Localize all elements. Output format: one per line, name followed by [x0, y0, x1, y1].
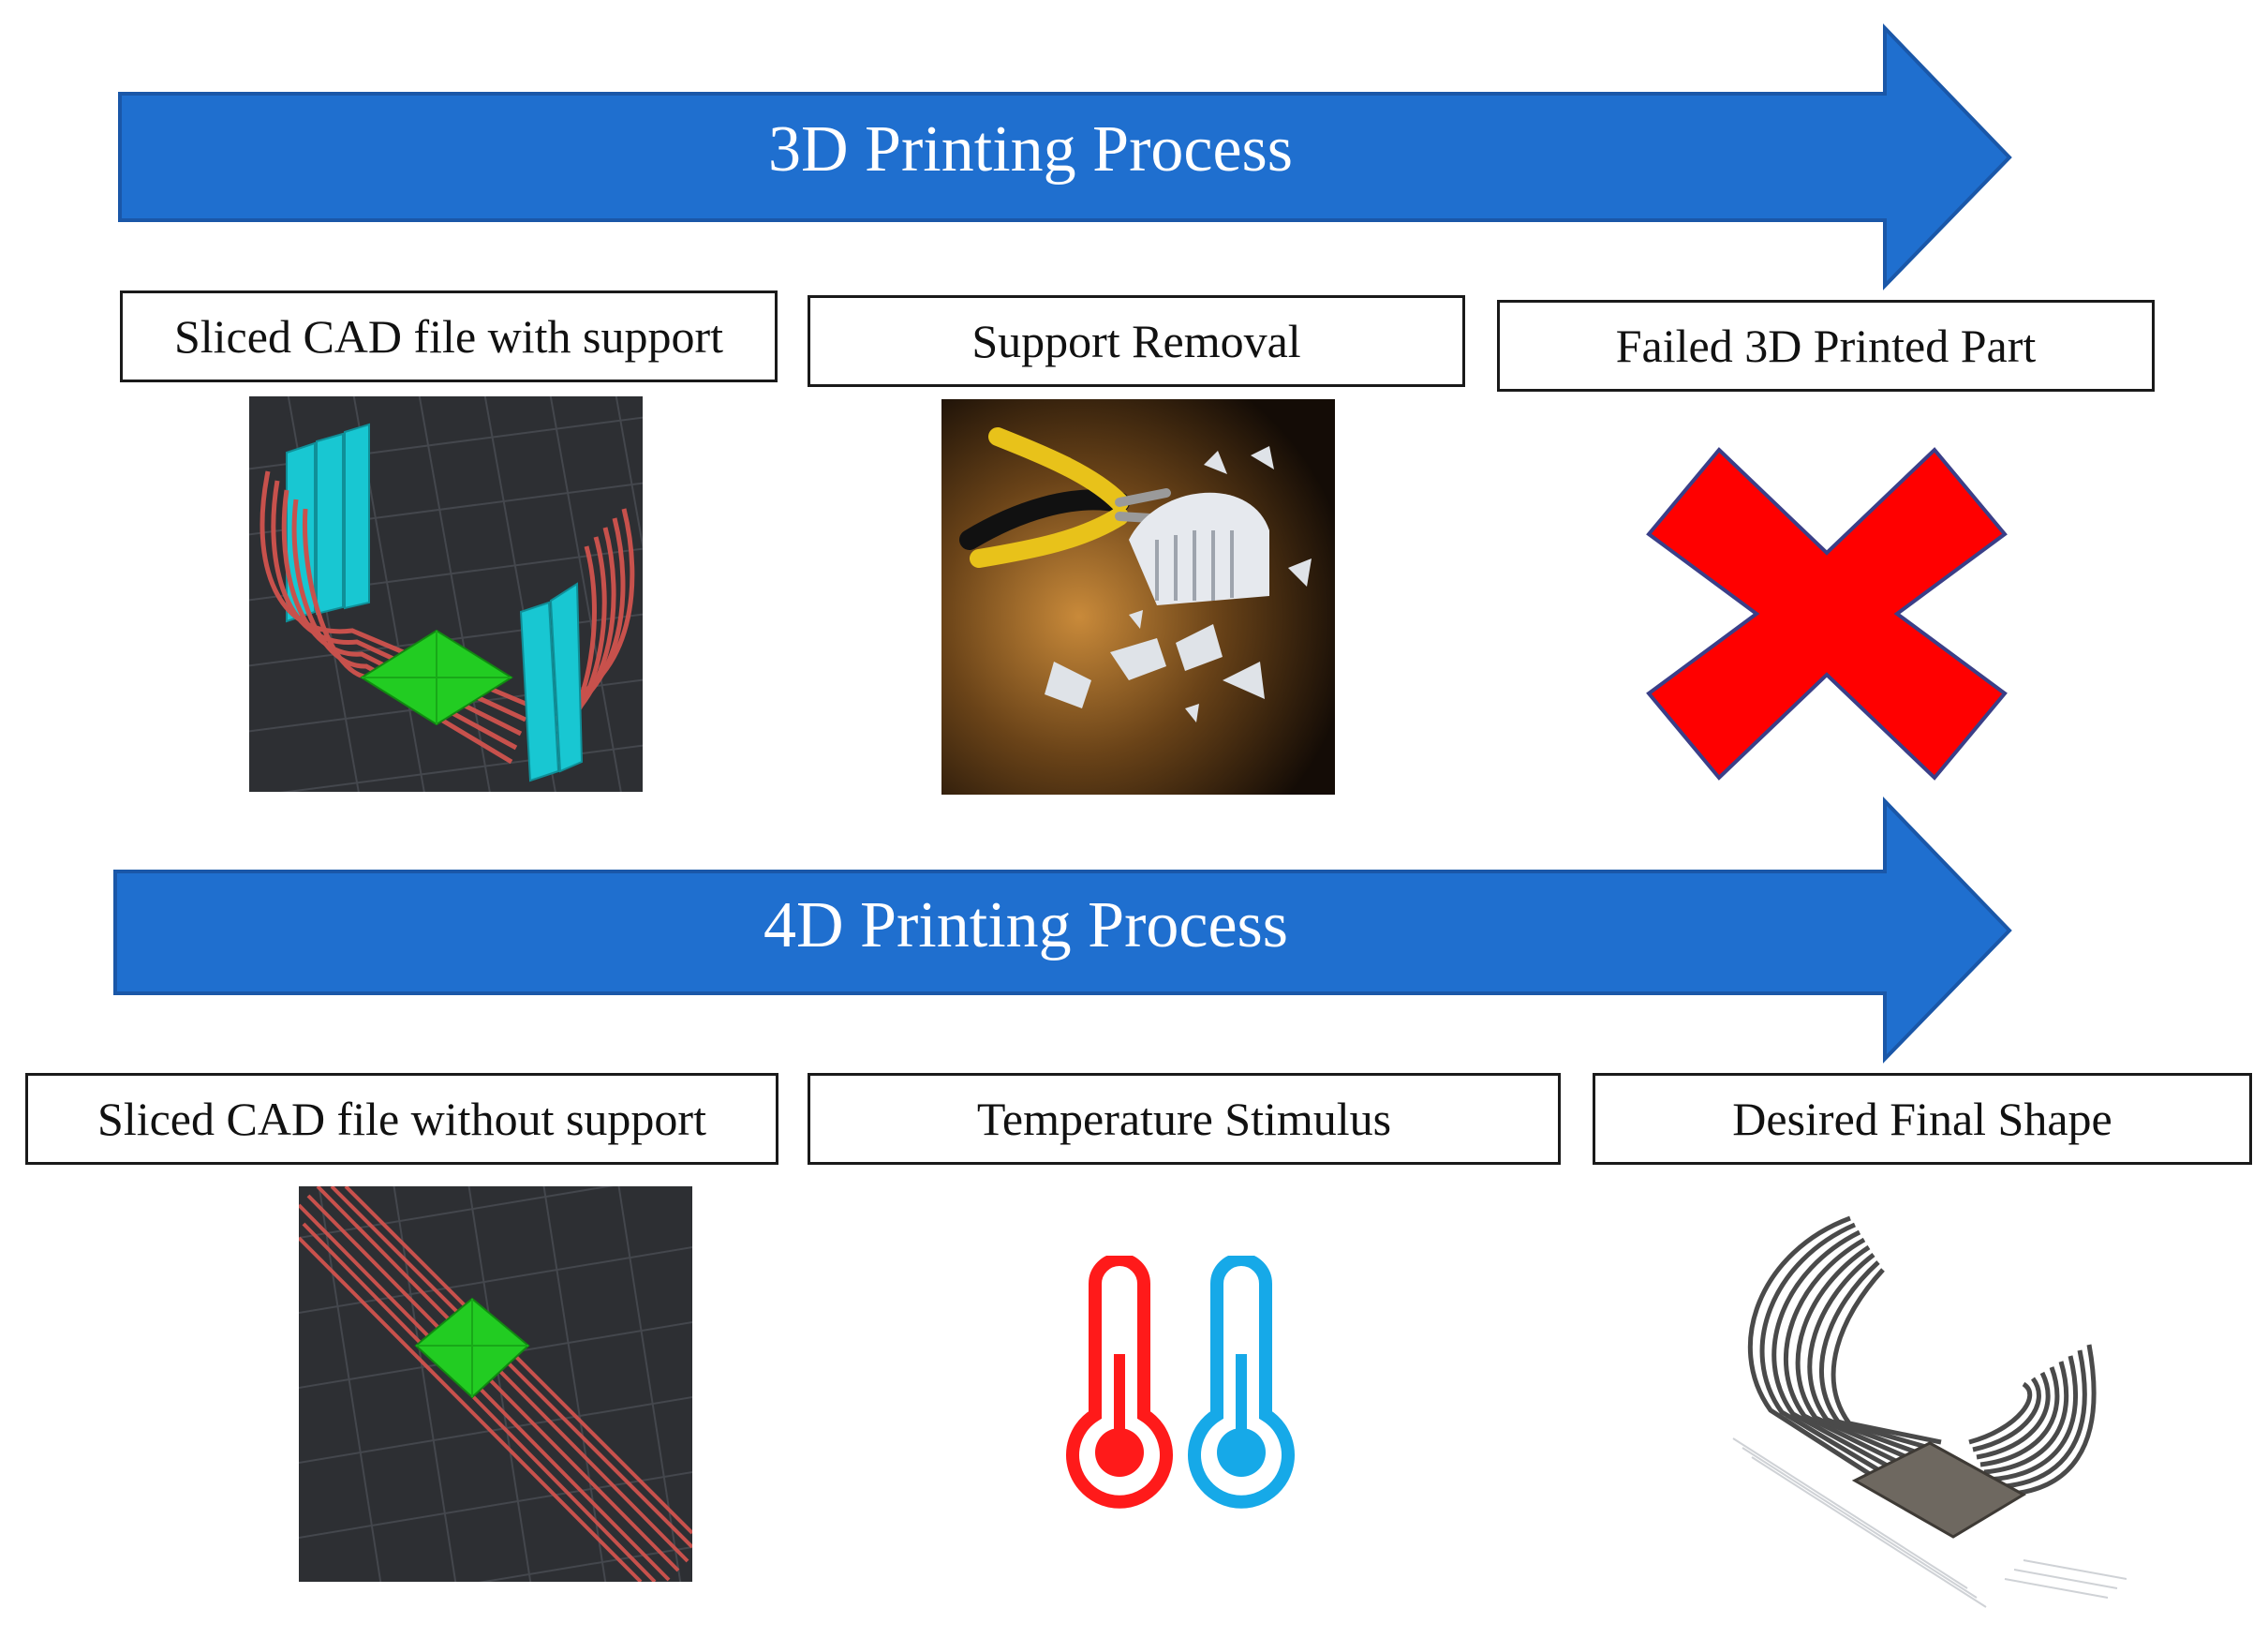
process-4d-title: 4D Printing Process [763, 889, 1288, 961]
desired-final-shape-image [1732, 1215, 2127, 1608]
step-4d-desired-final-shape: Desired Final Shape [1593, 1073, 2252, 1165]
step-3d-support-removal: Support Removal [808, 295, 1465, 387]
process-3d-arrow [118, 23, 2012, 290]
support-removal-photo [941, 399, 1335, 795]
cad-without-support-image [299, 1186, 692, 1582]
thermometer-hot-cold-icon [1066, 1256, 1295, 1509]
step-3d-sliced-cad-with-support: Sliced CAD file with support [120, 290, 778, 382]
step-3d-failed-part: Failed 3D Printed Part [1497, 300, 2155, 392]
process-3d-title: 3D Printing Process [768, 113, 1293, 186]
process-4d-arrow [113, 797, 2012, 1064]
thermometer-hot-icon [1066, 1256, 1173, 1509]
step-4d-sliced-cad-without-support: Sliced CAD file without support [25, 1073, 778, 1165]
red-cross-icon [1646, 447, 2008, 781]
cad-with-support-image [249, 396, 643, 792]
step-4d-temperature-stimulus: Temperature Stimulus [808, 1073, 1561, 1165]
thermometer-cold-icon [1188, 1256, 1295, 1509]
